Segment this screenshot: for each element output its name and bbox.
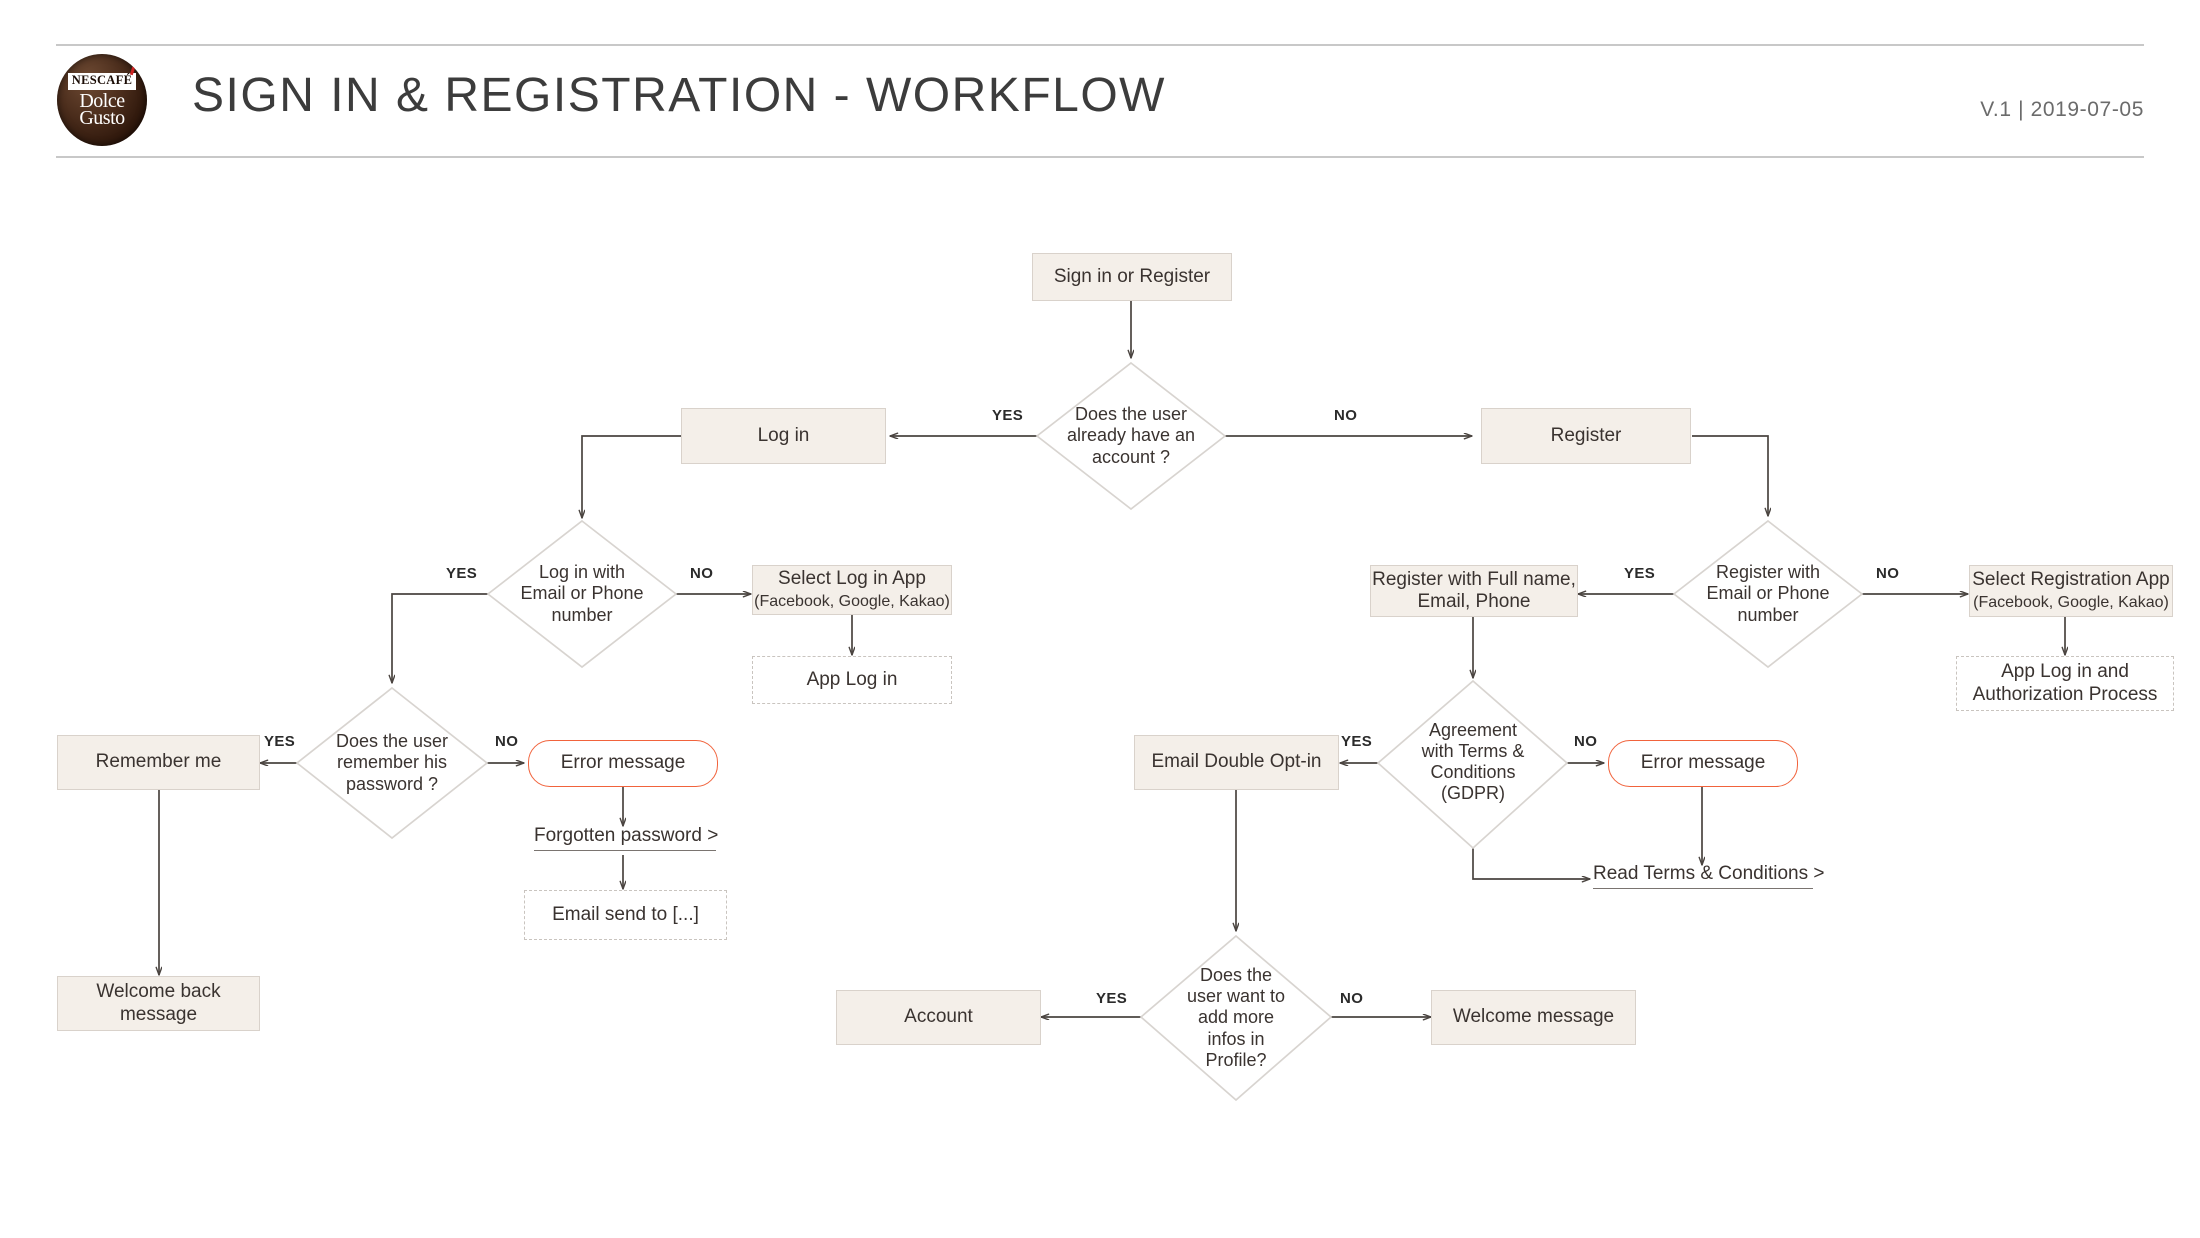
node-label: Welcome message [1452,1006,1615,1028]
node-label: Select Registration App [1972,569,2170,591]
diamond-register-email [1672,519,1864,669]
node-label: Register with Full name, Email, Phone [1372,568,1576,612]
node-label: Select Log in App [778,568,926,590]
link-label: Forgotten password > [534,825,719,846]
edge-label-gdpr-yes: YES [1341,733,1373,750]
node-log-in[interactable]: Log in [681,408,886,464]
node-label: Welcome back message [96,981,221,1025]
header-rule-top [56,44,2144,46]
node-label: App Log in [806,668,898,690]
node-app-log-in: App Log in [752,656,952,704]
node-label: Register [1550,424,1622,446]
node-label: Log in [757,424,810,446]
node-sublabel: (Facebook, Google, Kakao) [754,592,950,610]
brand-logo: NESCAFÉ Dolce Gusto [57,54,147,146]
node-label: Email send to [...] [552,903,699,925]
node-email-double-opt-in[interactable]: Email Double Opt-in [1134,735,1339,790]
diamond-login-email [486,519,678,669]
link-label: Read Terms & Conditions > [1593,863,1825,884]
edge-label-more-infos-yes: YES [1096,990,1128,1007]
node-label: Account [904,1006,973,1028]
node-error-message-gdpr[interactable]: Error message [1608,740,1798,787]
logo-nescafe-wordmark: NESCAFÉ [67,66,137,90]
edge-label-register-email-no: NO [1876,565,1900,582]
edge-label-register-email-yes: YES [1624,565,1656,582]
node-label: Remember me [95,751,222,773]
edge-label-gdpr-no: NO [1574,733,1598,750]
node-register-with-full-name[interactable]: Register with Full name, Email, Phone [1370,565,1578,617]
edge-label-login-email-yes: YES [446,565,478,582]
node-error-message-login[interactable]: Error message [528,740,718,787]
edge-label-has-account-no: NO [1334,407,1358,424]
edge-label-remember-no: NO [495,733,519,750]
node-label: Email Double Opt-in [1151,751,1322,773]
logo-gusto-text: Gusto [79,106,125,129]
node-welcome-message[interactable]: Welcome message [1431,990,1636,1045]
node-remember-me[interactable]: Remember me [57,735,260,790]
link-forgotten-password[interactable]: Forgotten password > [534,825,719,851]
node-app-log-in-authorization: App Log in and Authorization Process [1956,656,2174,711]
node-label: Error message [560,752,686,774]
node-select-registration-app[interactable]: Select Registration App (Facebook, Googl… [1969,565,2173,617]
node-select-log-in-app[interactable]: Select Log in App (Facebook, Google, Kak… [752,565,952,615]
page-header: NESCAFÉ Dolce Gusto SIGN IN & REGISTRATI… [0,0,2200,160]
diamond-has-account [1035,361,1227,511]
edge-label-has-account-yes: YES [992,407,1024,424]
logo-dolce-text: Dolce [79,89,125,112]
diamond-gdpr [1376,679,1569,850]
diamond-more-infos [1139,934,1333,1102]
version-label: V.1 | 2019-07-05 [1980,98,2144,121]
diamond-remember-password [295,686,489,840]
edge-label-login-email-no: NO [690,565,714,582]
node-sign-in-or-register[interactable]: Sign in or Register [1032,253,1232,301]
edge-label-more-infos-no: NO [1340,990,1364,1007]
node-welcome-back-message[interactable]: Welcome back message [57,976,260,1031]
link-read-terms-conditions[interactable]: Read Terms & Conditions > [1593,863,1824,889]
node-register[interactable]: Register [1481,408,1691,464]
page-title: SIGN IN & REGISTRATION - WORKFLOW [192,69,1166,122]
header-rule-bottom [56,156,2144,158]
node-email-send-to: Email send to [...] [524,890,727,940]
edge-label-remember-yes: YES [264,733,296,750]
node-account[interactable]: Account [836,990,1041,1045]
node-label: Sign in or Register [1053,265,1211,287]
node-sublabel: (Facebook, Google, Kakao) [1973,593,2169,611]
node-label: Error message [1640,752,1766,774]
node-label: App Log in and Authorization Process [1972,661,2158,705]
